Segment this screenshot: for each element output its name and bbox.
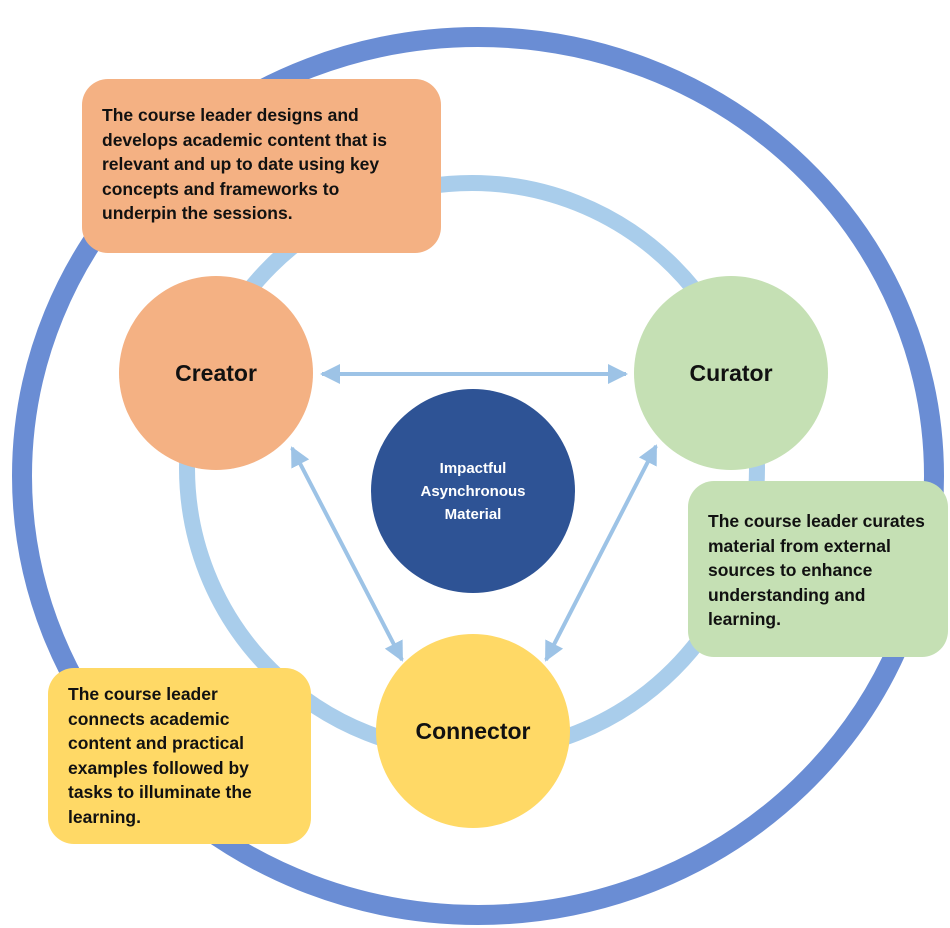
curator-label: Curator (689, 359, 773, 386)
curator-circle (634, 276, 828, 470)
arrow-creator-connector (290, 446, 404, 662)
curator-description-box: The course leader curates material from … (688, 481, 948, 657)
creator-description-line: concepts and frameworks to (102, 178, 340, 199)
connector-description-line: content and practical (68, 733, 245, 753)
connector-description-line: learning. (68, 806, 141, 827)
curator-description-line: material from external (708, 535, 891, 556)
outer-ring (12, 27, 944, 925)
creator-circle (119, 276, 313, 470)
center-label-line-3: Material (444, 505, 502, 523)
connector-description-line: tasks to illuminate the (68, 782, 252, 802)
curator-description-line: The course leader curates (708, 511, 925, 531)
connector-circle (376, 634, 570, 828)
creator-label: Creator (175, 359, 257, 386)
curator-description-line: learning. (708, 609, 781, 629)
creator-description-box: The course leader designs and develops a… (82, 79, 441, 253)
creator-description-line: relevant and up to date using key (102, 154, 380, 174)
connector-description-box: The course leader connects academic cont… (48, 668, 311, 844)
creator-description-line: underpin the sessions. (102, 203, 293, 223)
connector-label: Connector (415, 717, 531, 744)
connector-description-line: The course leader (68, 684, 218, 704)
creator-description-line: develops academic content that is (102, 129, 387, 150)
connector-description-line: examples followed by (68, 757, 249, 778)
creator-description-line: The course leader designs and (102, 105, 359, 125)
curator-description-line: sources to enhance (708, 560, 873, 580)
center-label-line-1: Impactful (439, 459, 507, 477)
curator-description-line: understanding and (708, 584, 866, 605)
center-label-line-2: Asynchronous (420, 482, 526, 500)
center-circle (371, 389, 575, 593)
connector-description-line: connects academic (68, 708, 230, 729)
arrow-curator-connector (544, 444, 658, 662)
center-label: Impactful Asynchronous Material (383, 441, 563, 541)
